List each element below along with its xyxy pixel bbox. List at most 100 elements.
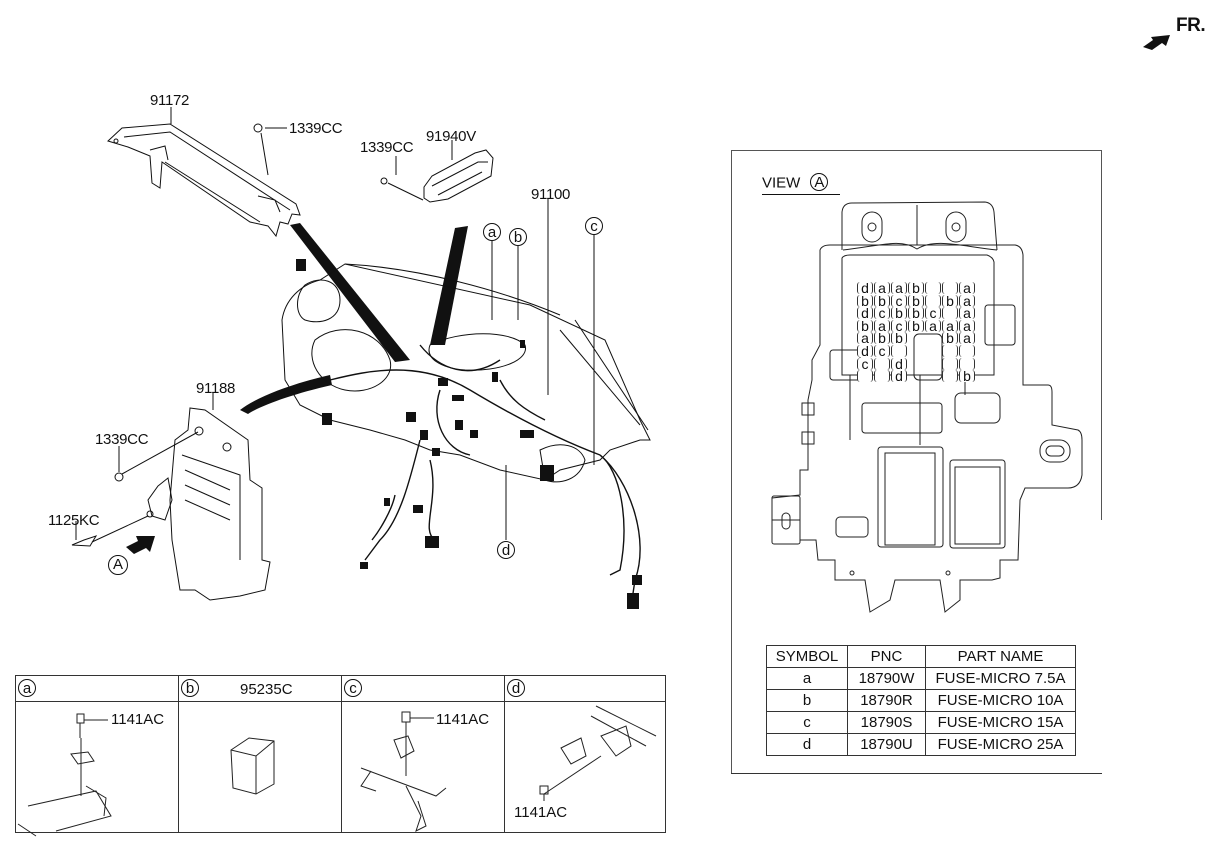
view-panel-border-bottom <box>731 773 1102 774</box>
detail-c-drawing <box>360 711 447 832</box>
fuse-slot-a: a <box>891 281 907 295</box>
legend-part-name: FUSE-MICRO 25A <box>925 733 1076 756</box>
module-drawing <box>423 140 494 203</box>
fuse-slot-empty <box>925 282 941 294</box>
fuse-slot-empty <box>942 357 958 370</box>
detail-drawings <box>17 705 657 837</box>
detail-header-row <box>16 676 665 702</box>
detail-ref-b: b <box>509 228 527 246</box>
view-panel-border-left <box>731 150 732 773</box>
legend-pnc: 18790U <box>847 733 926 756</box>
harness-bracket-drawing <box>107 123 301 238</box>
detail-divider <box>341 676 342 832</box>
fuse-slot-a: a <box>959 306 975 320</box>
fuse-slot-b: b <box>908 319 924 333</box>
detail-d-drawing <box>539 705 657 801</box>
grommet-icon <box>380 177 388 185</box>
view-arrow-icon <box>126 536 155 554</box>
callout-1339cc-jb: 1339CC <box>95 431 149 448</box>
relay-slot <box>913 333 943 381</box>
fuse-slot-d: d <box>891 357 907 371</box>
detail-c-part-no: 1141AC <box>436 711 490 728</box>
legend-symbol: b <box>766 689 848 712</box>
fuse-slot-b: b <box>891 331 907 345</box>
detail-divider <box>504 676 505 832</box>
fuse-slot-c: c <box>857 357 873 371</box>
detail-b-drawing <box>230 737 275 795</box>
legend-header-part-name: PART NAME <box>925 645 1076 668</box>
fuse-slot-d: d <box>857 281 873 295</box>
legend-part-name: FUSE-MICRO 15A <box>925 711 1076 734</box>
fuse-slot-a: a <box>857 331 873 345</box>
fuse-slot-b: b <box>908 306 924 320</box>
fuse-slot-empty <box>942 344 958 357</box>
fuse-slot-a: a <box>959 319 975 333</box>
view-panel-border-right <box>1101 150 1102 520</box>
fuse-slot-b: b <box>942 331 958 345</box>
fuse-slot-empty <box>925 294 941 307</box>
callout-1125kc: 1125KC <box>48 512 100 529</box>
fuse-slot-c: c <box>925 306 941 320</box>
legend-header-row: SYMBOL PNC PART NAME <box>766 645 1076 668</box>
legend-row: d 18790U FUSE-MICRO 25A <box>766 733 1076 756</box>
fuse-slot-b: b <box>874 294 890 308</box>
detail-ref-d: d <box>497 541 515 559</box>
view-panel-border-top <box>731 150 1101 151</box>
fuse-slot-b: b <box>959 369 975 383</box>
detail-a-part-no: 1141AC <box>111 711 165 728</box>
fuse-slot-c: c <box>891 319 907 333</box>
detail-divider <box>178 676 179 832</box>
fuse-slot-b: b <box>908 281 924 295</box>
legend-header-pnc: PNC <box>847 645 926 668</box>
fuse-slot-b: b <box>942 294 958 308</box>
legend-symbol: c <box>766 711 848 734</box>
fuse-slot-c: c <box>891 294 907 308</box>
view-title: VIEW A <box>762 173 840 196</box>
detail-c-ref: c <box>344 679 362 697</box>
fuse-slot-a: a <box>959 331 975 345</box>
fuse-slot-empty <box>891 344 907 357</box>
fuse-slot-b: b <box>891 306 907 320</box>
fuse-slot-empty <box>959 344 975 357</box>
view-title-marker: A <box>810 173 829 192</box>
front-direction-label: FR. <box>1176 15 1206 36</box>
fuse-slot-empty <box>942 307 958 320</box>
legend-part-name: FUSE-MICRO 10A <box>925 689 1076 712</box>
fuse-slot-a: a <box>874 281 890 295</box>
nut-icon <box>253 123 263 133</box>
fuse-slot-a: a <box>942 319 958 333</box>
fuse-slot-d: d <box>857 344 873 358</box>
fuse-slot-b: b <box>908 294 924 308</box>
detail-ref-c: c <box>585 217 603 235</box>
fuse-legend-table: SYMBOL PNC PART NAME a 18790W FUSE-MICRO… <box>766 645 1076 756</box>
bolt-icon <box>71 535 98 547</box>
legend-symbol: d <box>766 733 848 756</box>
fuse-slot-empty <box>874 357 890 370</box>
fuse-slot-empty <box>959 357 975 370</box>
fuse-slot-c: c <box>874 344 890 358</box>
view-title-text: VIEW <box>762 174 801 192</box>
detail-d-ref: d <box>507 679 525 697</box>
legend-row: a 18790W FUSE-MICRO 7.5A <box>766 667 1076 690</box>
detail-d-part-no: 1141AC <box>514 804 568 821</box>
fuse-slot-a: a <box>925 319 941 333</box>
legend-pnc: 18790R <box>847 689 926 712</box>
fuse-slot-empty <box>874 370 890 383</box>
callout-91940v: 91940V <box>426 128 476 145</box>
legend-part-name: FUSE-MICRO 7.5A <box>925 667 1076 690</box>
callout-1339cc-module: 1339CC <box>360 139 414 156</box>
detail-table: a b 95235C c d 1141AC 1141AC 1141AC <box>15 675 666 837</box>
junction-box-drawing <box>146 407 271 601</box>
legend-pnc: 18790S <box>847 711 926 734</box>
legend-symbol: a <box>766 667 848 690</box>
detail-a-drawing <box>17 713 112 837</box>
fuse-slot-c: c <box>874 306 890 320</box>
fuse-slot-d: d <box>857 306 873 320</box>
fuse-slot-a: a <box>959 281 975 295</box>
connector-blocks <box>296 259 642 609</box>
callout-91188: 91188 <box>196 380 236 397</box>
